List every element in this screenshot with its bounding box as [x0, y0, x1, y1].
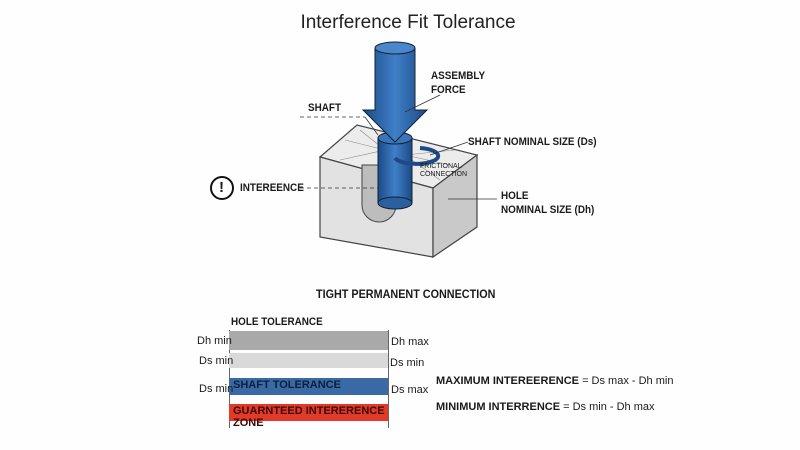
row3-right: Ds max — [391, 384, 429, 396]
shaft-tolerance-text: SHAFT TOLERANCE — [233, 379, 341, 391]
interference-zone-bar: GUARNTEED INTERERENCE ZONE — [229, 404, 388, 429]
row1-left: Dh min — [197, 335, 232, 347]
hole-tolerance-label: HOLE TOLERANCE — [231, 316, 323, 328]
row3-left: Ds min — [199, 383, 234, 395]
frictional-rotation-arrow — [393, 146, 441, 166]
max-expr: = Ds max - Dh min — [582, 375, 674, 387]
shaft-tolerance-bar: SHAFT TOLERANCE — [229, 378, 388, 395]
max-label: MAXIMUM INTEREERENCE — [436, 375, 580, 387]
min-label: MINIMUM INTERRENCE — [436, 401, 561, 413]
tolerance-heading: TIGHT PERMANENT CONNECTION — [316, 287, 496, 301]
hole-nominal-label-1: HOLE — [501, 190, 529, 202]
max-interference-formula: MAXIMUM INTEREERENCE = Ds max - Dh min — [436, 375, 673, 387]
row1-right: Dh max — [391, 336, 429, 348]
warning-symbol: ! — [219, 179, 224, 196]
warning-icon — [210, 176, 234, 200]
shaft-min-bar — [229, 353, 388, 368]
hole-tolerance-bar — [229, 331, 388, 350]
assembly-label-1: ASSEMBLY — [431, 70, 486, 82]
shaft-nominal-label: SHAFT NOMINAL SIZE (Ds) — [468, 136, 597, 148]
hole-nominal-label-2: NOMINAL SIZE (Dh) — [501, 204, 595, 216]
upper-limit-line — [388, 330, 389, 428]
assembly-label-2: FORCE — [431, 84, 466, 96]
row2-left: Ds min — [199, 355, 234, 367]
frictional-label-2: CONNECTION — [420, 171, 468, 178]
interference-zone-text: GUARNTEED INTERERENCE ZONE — [233, 405, 385, 429]
min-expr: = Ds min - Dh max — [563, 401, 655, 413]
min-interference-formula: MINIMUM INTERRENCE = Ds min - Dh max — [436, 401, 655, 413]
shaft — [377, 131, 413, 210]
interference-label: INTEREENCE — [240, 182, 304, 194]
row2-right: Ds min — [390, 357, 425, 369]
page-title: Interference Fit Tolerance — [300, 12, 516, 33]
assembly-force-arrow — [361, 41, 429, 143]
interference-fit-illustration — [210, 41, 497, 259]
shaft-label: SHAFT — [308, 102, 342, 114]
frictional-label-1: FRICTIONAL — [420, 163, 462, 170]
block — [318, 124, 479, 259]
